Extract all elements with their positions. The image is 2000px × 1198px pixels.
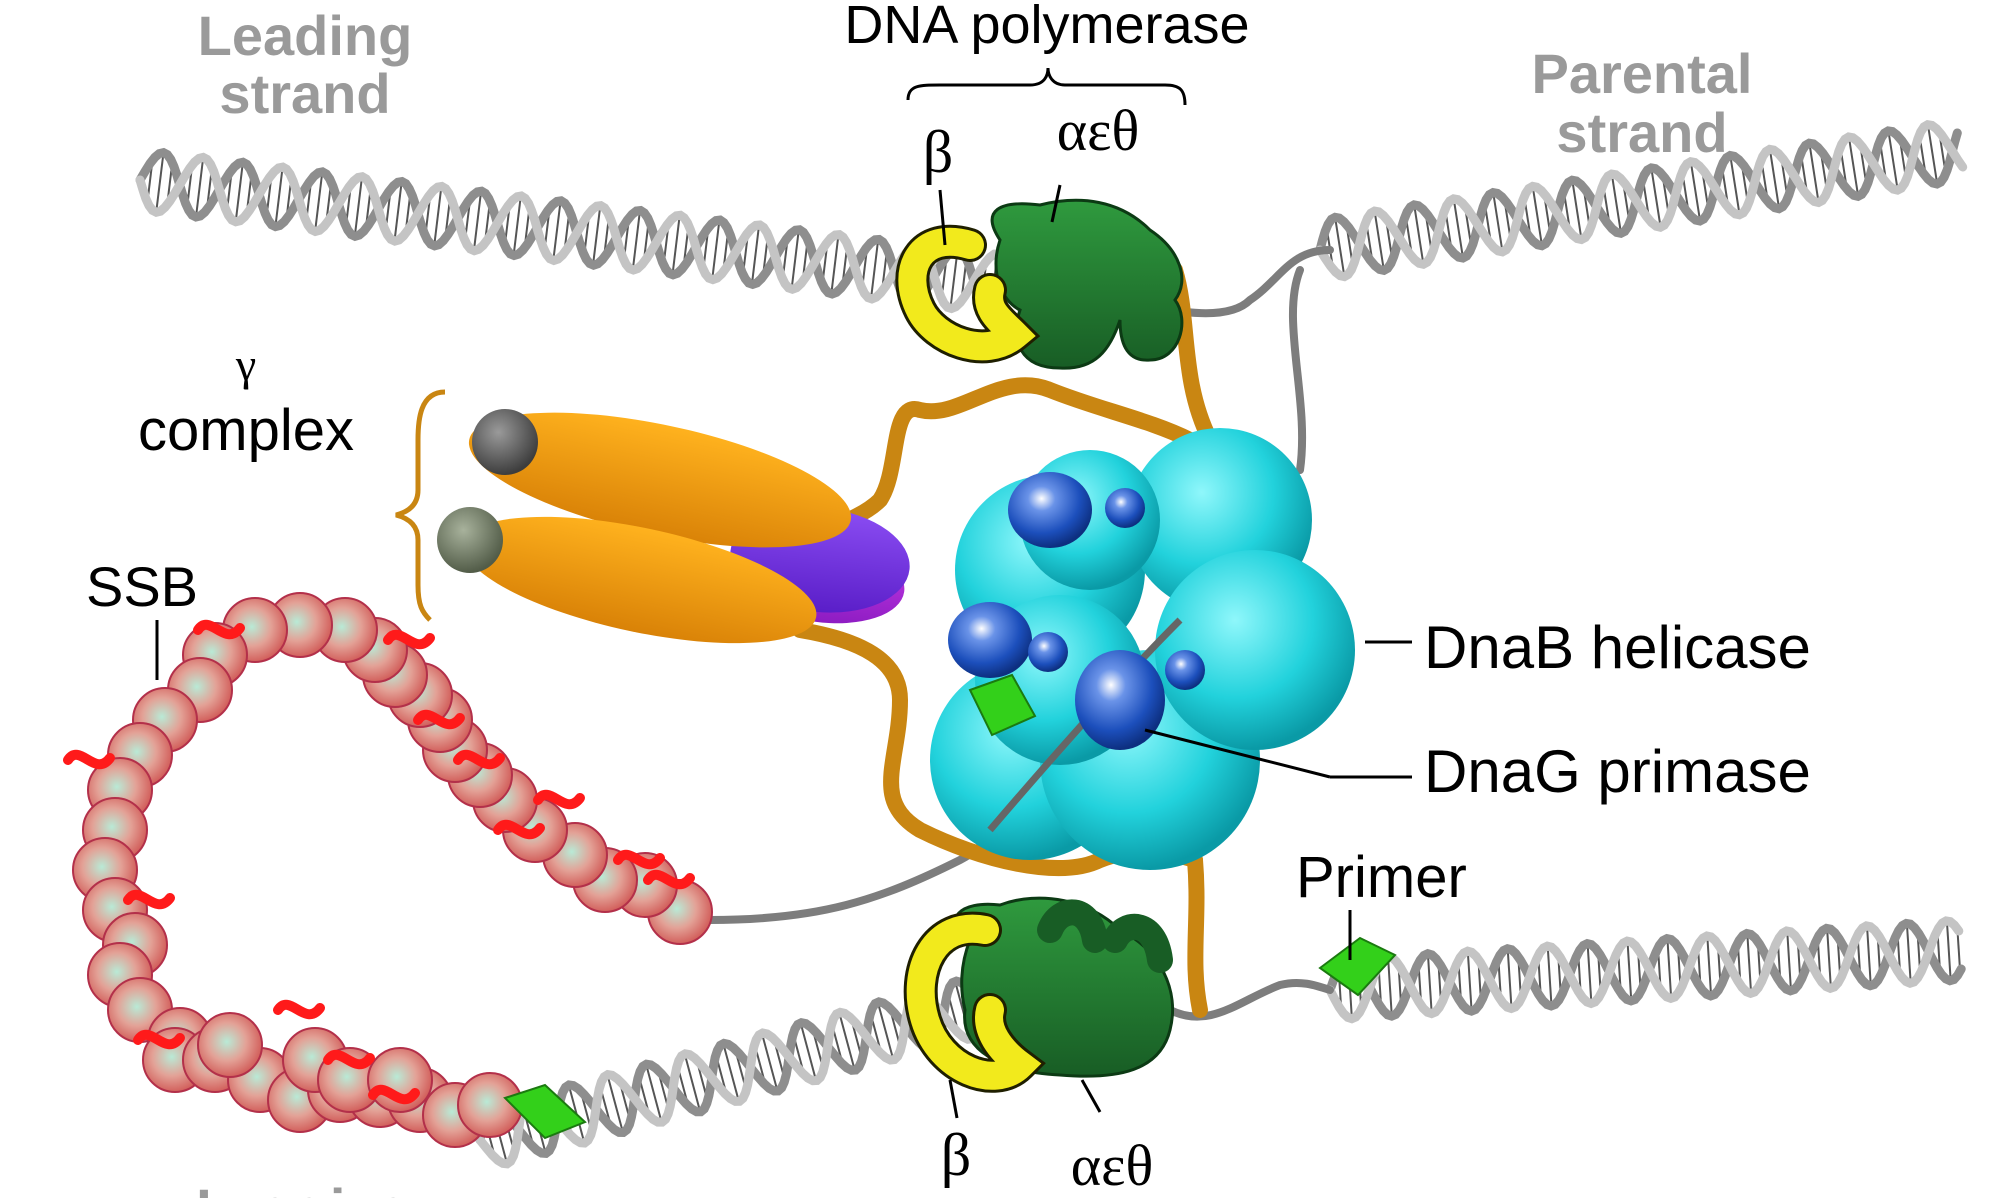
primer-fragment-helicase xyxy=(968,673,1037,737)
ssb-squiggle xyxy=(273,999,325,1020)
label-parental-strand-1: Parental xyxy=(1532,42,1753,105)
label-beta-bottom: β xyxy=(941,1122,972,1188)
label-aet-bottom: αεθ xyxy=(1071,1133,1154,1198)
leader-lines xyxy=(155,67,1412,1119)
label-ssb: SSB xyxy=(86,555,198,618)
ssb-squiggle xyxy=(533,789,585,810)
label-complex: complex xyxy=(138,398,354,463)
ssb-bead xyxy=(197,1012,263,1078)
label-dnab-helicase: DnaB helicase xyxy=(1424,614,1811,681)
primer-lagging-left xyxy=(503,1083,587,1140)
ssb-squiggle xyxy=(643,869,695,890)
label-lagging-strand: Lagging xyxy=(196,1177,414,1198)
gamma-complex xyxy=(437,409,910,644)
label-leading-strand-1: Leading xyxy=(198,4,413,67)
ssb-squiggle xyxy=(383,629,435,650)
gamma-bracket xyxy=(395,389,446,622)
label-leading-strand-2: strand xyxy=(219,62,390,125)
ssb-squiggle xyxy=(368,1084,420,1105)
label-parental-strand-2: strand xyxy=(1556,101,1727,164)
primer-lagging-right xyxy=(1318,936,1397,997)
ssb-squiggle xyxy=(193,619,245,640)
ssb-squiggle xyxy=(133,1029,185,1050)
label-gamma: γ xyxy=(235,339,256,390)
ssb-squiggle xyxy=(453,749,505,770)
ssb-squiggle xyxy=(613,849,665,870)
ssb-squiggle xyxy=(323,1049,375,1070)
ssb-squiggle xyxy=(123,889,175,910)
label-dnag-primase: DnaG primase xyxy=(1424,738,1811,805)
polymerase-bottom xyxy=(903,896,1175,1093)
label-dna-polymerase: DNA polymerase xyxy=(844,0,1249,55)
ssb-squiggle xyxy=(413,709,465,730)
ssb-squiggle xyxy=(63,749,115,770)
dnag-primase xyxy=(948,472,1205,750)
label-beta-top: β xyxy=(923,119,954,185)
polymerase-top xyxy=(895,198,1184,370)
dna-parental-right xyxy=(1315,119,1968,282)
ssb-chain xyxy=(63,592,713,1148)
ssb-squiggle xyxy=(493,819,545,840)
label-primer: Primer xyxy=(1296,845,1467,910)
label-aet-top: αεθ xyxy=(1057,98,1140,163)
dna-lagging-right xyxy=(1325,916,1966,1024)
